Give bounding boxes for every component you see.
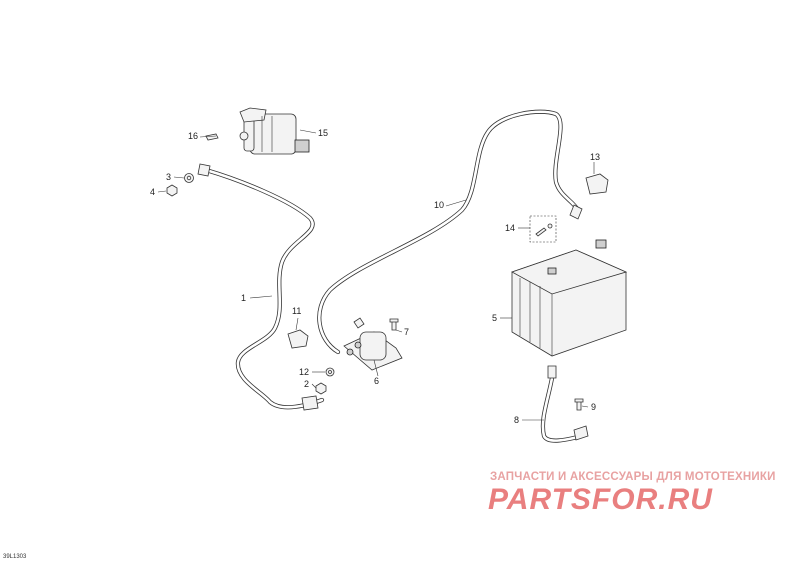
callout-13: 13	[590, 152, 600, 162]
watermark-logo: PARTSFOR.RU	[488, 483, 713, 516]
battery	[511, 239, 628, 357]
callout-6: 6	[374, 376, 379, 386]
cable-8	[540, 365, 589, 443]
callout-12: 12	[299, 367, 309, 377]
bolt-16	[205, 133, 219, 141]
callout-10: 10	[434, 200, 444, 210]
callout-8: 8	[514, 415, 519, 425]
callout-5: 5	[492, 313, 497, 323]
callout-4: 4	[150, 187, 155, 197]
diagram-code: 39L1303	[3, 554, 27, 560]
bolt-7	[389, 318, 399, 331]
callout-16: 16	[188, 131, 198, 141]
callout-1: 1	[241, 293, 246, 303]
nut-4	[166, 184, 178, 197]
callout-15: 15	[318, 128, 328, 138]
solenoid	[343, 317, 403, 371]
boot-13	[585, 173, 609, 195]
boot-11	[287, 329, 309, 349]
callout-3: 3	[166, 172, 171, 182]
callout-14: 14	[505, 223, 515, 233]
nut-2	[315, 382, 327, 395]
callout-7: 7	[404, 327, 409, 337]
cable-10	[317, 109, 583, 355]
starter-motor	[239, 107, 310, 155]
bolt-9	[574, 398, 584, 411]
callout-9: 9	[591, 402, 596, 412]
leader-lines	[157, 129, 595, 421]
callout-11: 11	[292, 306, 301, 316]
callout-2: 2	[304, 379, 309, 389]
cable-1	[197, 163, 325, 411]
watermark-tagline: ЗАПЧАСТИ И АКСЕССУАРЫ ДЛЯ МОТОТЕХНИКИ	[490, 471, 776, 483]
bolt-14	[529, 215, 557, 243]
